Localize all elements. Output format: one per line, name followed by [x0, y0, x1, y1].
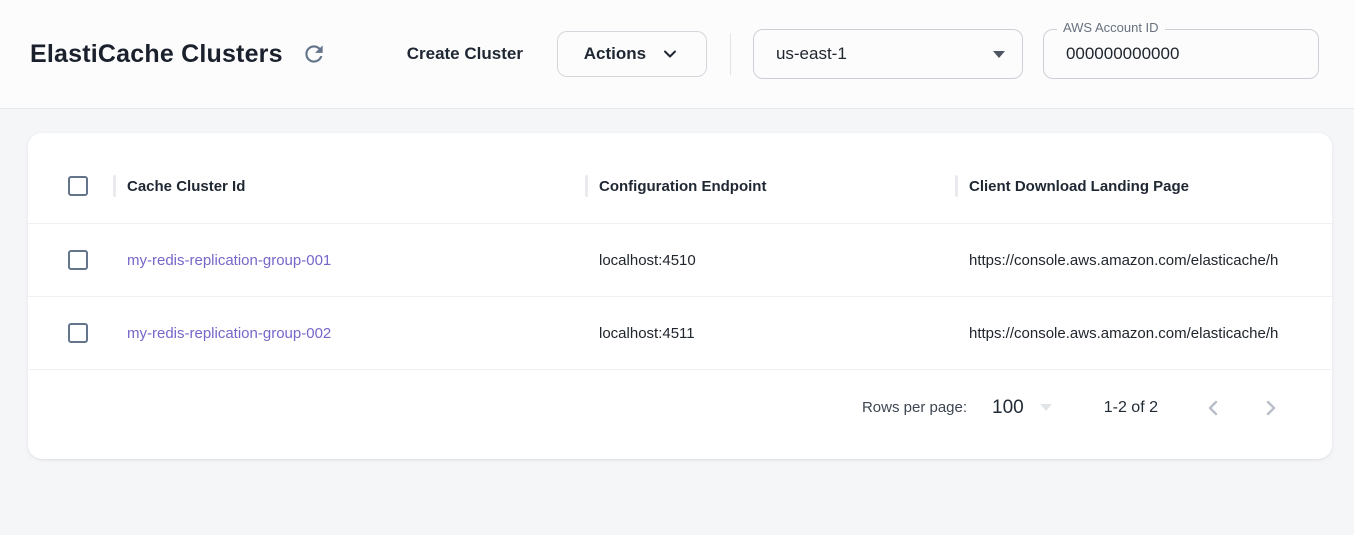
client-download-url: https://console.aws.amazon.com/elasticac…: [969, 324, 1279, 342]
cluster-link[interactable]: my-redis-replication-group-001: [127, 251, 332, 269]
pagination-range: 1-2 of 2: [1103, 398, 1158, 416]
page-title: ElastiCache Clusters: [30, 39, 283, 68]
column-separator: [955, 175, 958, 197]
actions-button[interactable]: Actions: [556, 31, 707, 77]
table-row: my-redis-replication-group-002 localhost…: [28, 297, 1332, 370]
client-download-url: https://console.aws.amazon.com/elasticac…: [969, 251, 1279, 269]
rows-per-page-value: 100: [992, 396, 1024, 418]
configuration-endpoint-value: localhost:4511: [599, 324, 695, 342]
refresh-icon: [305, 45, 323, 63]
column-header-configuration-endpoint: Configuration Endpoint: [599, 177, 767, 195]
region-selector[interactable]: us-east-1: [752, 29, 1023, 79]
cell-cache-cluster-id: my-redis-replication-group-002: [113, 325, 585, 342]
column-header-client-download-landing-page: Client Download Landing Page: [969, 177, 1190, 195]
arrow-dropdown-icon: [992, 50, 1005, 58]
column-header-cache-cluster-id: Cache Cluster Id: [127, 177, 246, 195]
cluster-link[interactable]: my-redis-replication-group-002: [127, 324, 332, 342]
header-cell-client-download-landing-page: Client Download Landing Page: [955, 175, 1332, 197]
aws-account-id-field: AWS Account ID: [1042, 20, 1319, 79]
configuration-endpoint-value: localhost:4510: [599, 251, 696, 269]
column-separator: [113, 175, 116, 197]
app-header: ElastiCache Clusters Create Cluster Acti…: [0, 0, 1354, 109]
header-cell-cache-cluster-id: Cache Cluster Id: [113, 175, 585, 197]
row-checkbox-cell: [28, 250, 113, 270]
arrow-dropdown-icon: [1039, 404, 1052, 411]
actions-button-label: Actions: [583, 44, 647, 63]
chevron-down-icon: [664, 50, 677, 58]
rows-per-page-select[interactable]: 100: [992, 397, 1052, 419]
column-separator: [585, 175, 588, 197]
cell-client-download-landing-page: https://console.aws.amazon.com/elasticac…: [955, 325, 1332, 342]
next-page-button[interactable]: [1254, 391, 1288, 425]
chevron-left-icon: [1208, 400, 1218, 415]
row-checkbox[interactable]: [68, 250, 88, 270]
create-cluster-button[interactable]: Create Cluster: [406, 44, 523, 63]
clusters-table-card: Cache Cluster Id Configuration Endpoint …: [28, 133, 1332, 459]
row-checkbox-cell: [28, 323, 113, 343]
aws-account-id-input[interactable]: [1043, 30, 1318, 78]
rows-per-page-label: Rows per page:: [861, 399, 968, 416]
cell-configuration-endpoint: localhost:4510: [585, 252, 955, 269]
cell-client-download-landing-page: https://console.aws.amazon.com/elasticac…: [955, 252, 1332, 269]
aws-account-id-label: AWS Account ID: [1056, 20, 1165, 35]
table-header-row: Cache Cluster Id Configuration Endpoint …: [28, 149, 1332, 224]
refresh-button[interactable]: [297, 37, 331, 71]
header-checkbox-cell: [28, 176, 113, 196]
chevron-right-icon: [1266, 400, 1276, 415]
pagination-bar: Rows per page: 100 1-2 of 2: [28, 370, 1332, 459]
header-divider: [729, 33, 731, 75]
previous-page-button[interactable]: [1196, 391, 1230, 425]
cell-configuration-endpoint: localhost:4511: [585, 325, 955, 342]
header-cell-configuration-endpoint: Configuration Endpoint: [585, 175, 955, 197]
row-checkbox[interactable]: [68, 323, 88, 343]
region-selector-value: us-east-1: [775, 44, 847, 63]
select-all-checkbox[interactable]: [68, 176, 88, 196]
cell-cache-cluster-id: my-redis-replication-group-001: [113, 252, 585, 269]
table-row: my-redis-replication-group-001 localhost…: [28, 224, 1332, 297]
